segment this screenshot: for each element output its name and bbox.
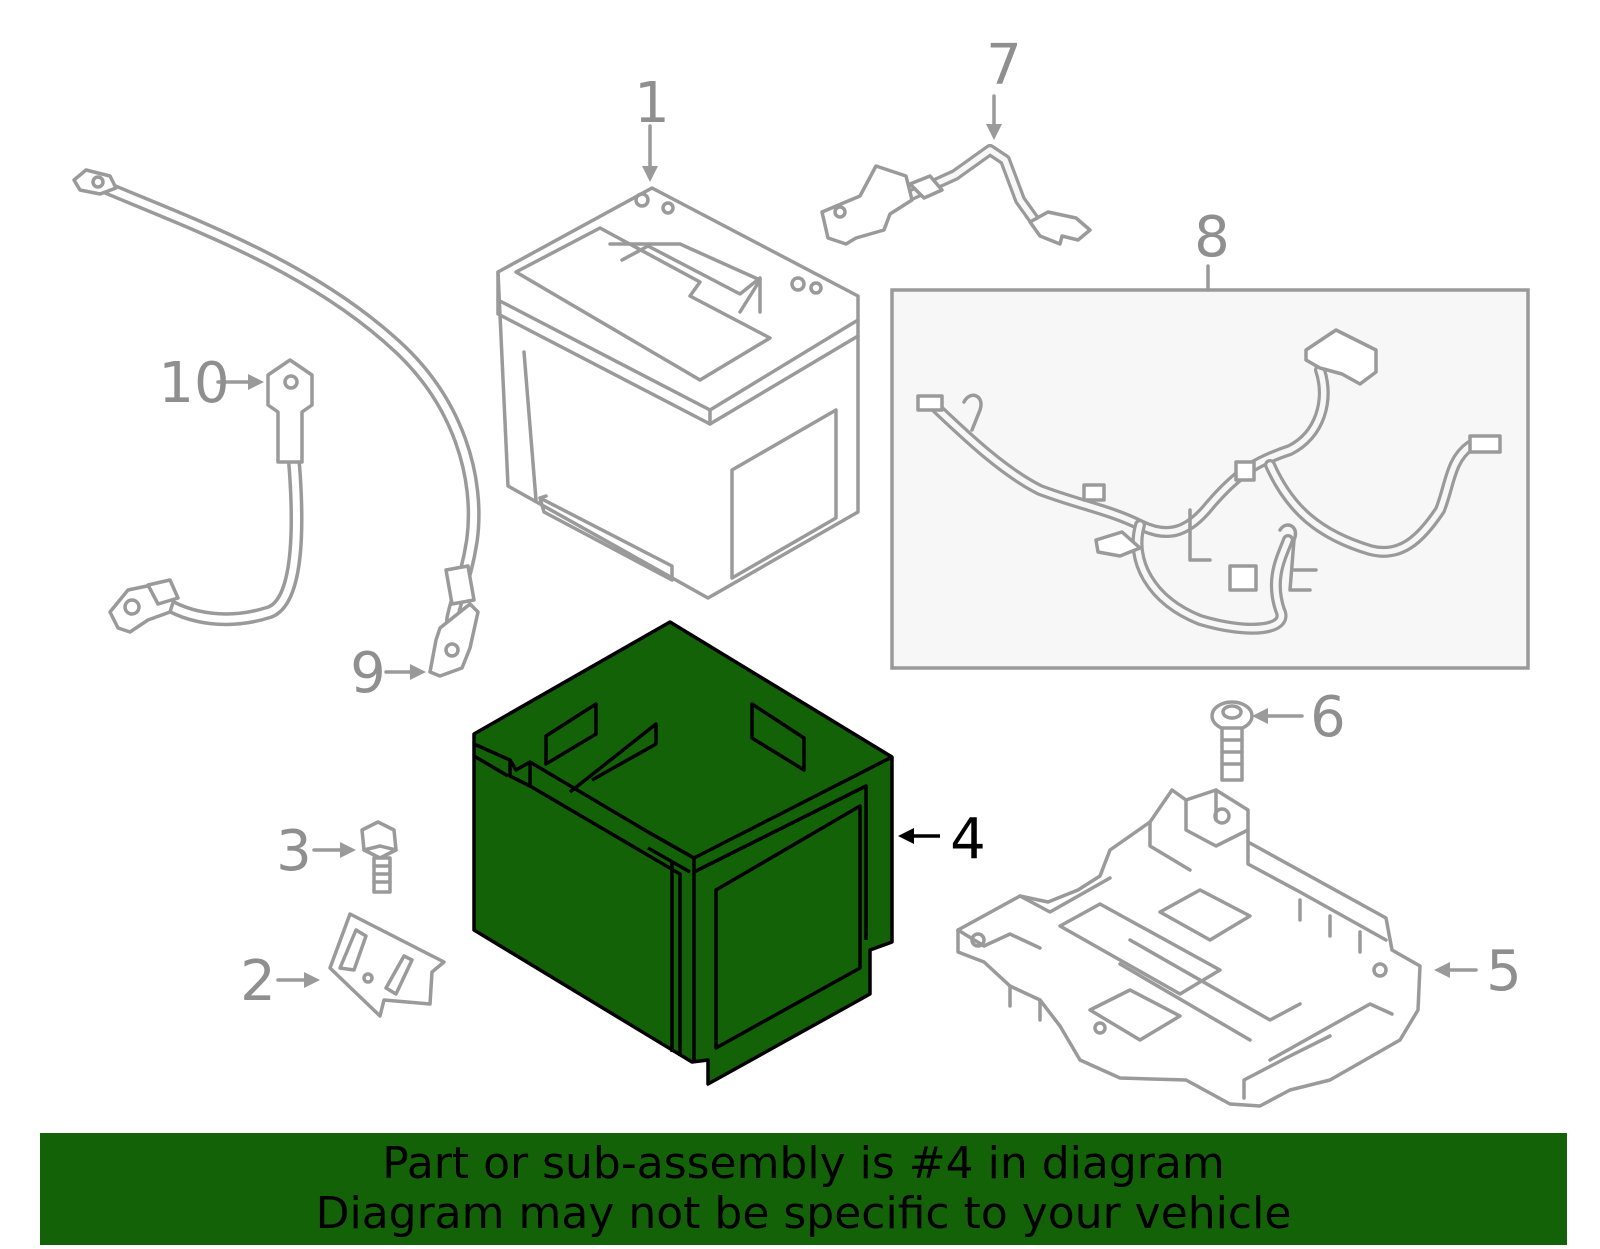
callout-5: 5 — [1486, 939, 1522, 1004]
leader-lines — [216, 94, 1478, 988]
part-4-battery-insulator[interactable] — [472, 620, 894, 1086]
notice-banner: Part or sub-assembly is #4 in diagram Di… — [40, 1133, 1567, 1245]
callout-1: 1 — [634, 71, 670, 136]
banner-line-2: Diagram may not be specific to your vehi… — [315, 1188, 1292, 1239]
banner-line-1: Part or sub-assembly is #4 in diagram — [382, 1138, 1225, 1189]
callout-6: 6 — [1310, 685, 1346, 750]
callout-labels: 1 2 3 4 5 6 7 8 9 10 — [158, 33, 1521, 1014]
part-10-ground-cable[interactable] — [108, 358, 314, 634]
callout-9: 9 — [350, 641, 386, 706]
part-1-battery[interactable] — [496, 186, 860, 600]
part-8-wiring-harness[interactable] — [890, 288, 1530, 670]
callout-2: 2 — [240, 949, 276, 1014]
part-5-battery-tray[interactable] — [956, 788, 1422, 1108]
part-7-sensor-cable[interactable] — [820, 144, 1092, 246]
part-9-battery-cable[interactable] — [72, 168, 481, 678]
callout-4: 4 — [950, 807, 986, 872]
part-2-bracket[interactable] — [328, 912, 446, 1018]
callout-10: 10 — [158, 351, 229, 416]
callout-8: 8 — [1194, 205, 1230, 270]
part-6-bolt[interactable] — [1210, 700, 1254, 782]
callout-3: 3 — [276, 819, 312, 884]
callout-7: 7 — [986, 33, 1022, 98]
part-3-bolt[interactable] — [360, 820, 398, 894]
